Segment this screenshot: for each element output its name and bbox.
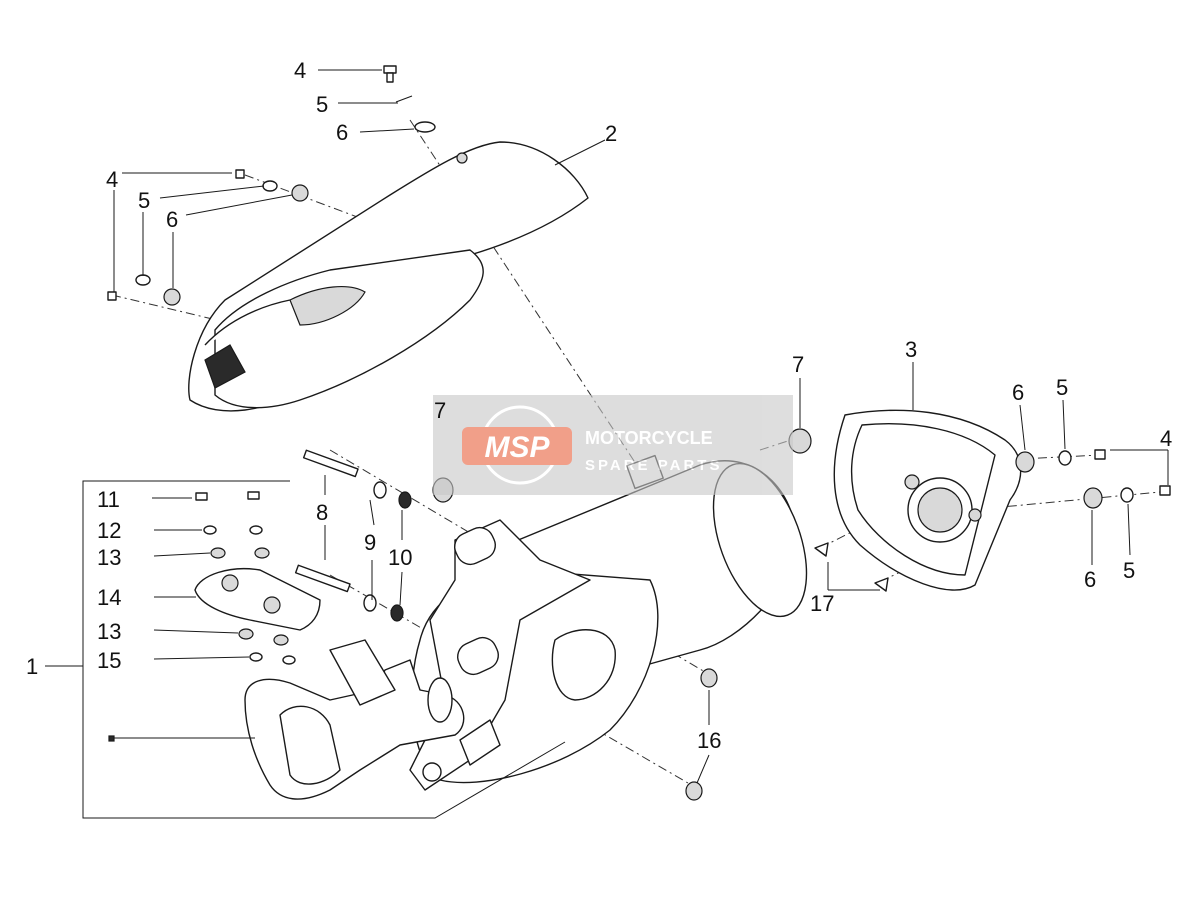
callout-13-bottom[interactable]: 13 xyxy=(97,619,121,644)
watermark: MSP MOTORCYCLE SPARE PARTS xyxy=(433,395,793,495)
callout-16[interactable]: 16 xyxy=(697,728,721,753)
exhaust-assembly-group-box xyxy=(82,480,566,819)
header-heat-guard[interactable] xyxy=(194,568,321,631)
callouts: 4 5 6 2 4 5 6 3 7 7 6 5 4 6 5 17 8 9 10 … xyxy=(26,58,1172,753)
callout-6-left[interactable]: 6 xyxy=(166,207,178,232)
leader-lines xyxy=(45,69,1169,784)
callout-4-right[interactable]: 4 xyxy=(1160,426,1172,451)
callout-5-left[interactable]: 5 xyxy=(138,188,150,213)
callout-11[interactable]: 11 xyxy=(97,487,120,512)
callout-12[interactable]: 12 xyxy=(97,518,121,543)
callout-2[interactable]: 2 xyxy=(605,121,617,146)
callout-4-left[interactable]: 4 xyxy=(106,167,118,192)
callout-6-right-top[interactable]: 6 xyxy=(1012,380,1024,405)
callout-9[interactable]: 9 xyxy=(364,530,376,555)
watermark-line2: SPARE PARTS xyxy=(585,457,722,474)
callout-7-right[interactable]: 7 xyxy=(792,352,804,377)
callout-3[interactable]: 3 xyxy=(905,337,917,362)
callout-5-right-bottom[interactable]: 5 xyxy=(1123,558,1135,583)
callout-10[interactable]: 10 xyxy=(388,545,412,570)
watermark-line1: MOTORCYCLE xyxy=(585,428,713,448)
muffler-body[interactable] xyxy=(409,451,825,791)
callout-7-left[interactable]: 7 xyxy=(434,398,446,423)
callout-4-top[interactable]: 4 xyxy=(294,58,306,83)
callout-6-top[interactable]: 6 xyxy=(336,120,348,145)
muffler-end-cover[interactable] xyxy=(833,409,1022,591)
watermark-logo: MSP xyxy=(484,431,550,464)
screw-icon xyxy=(383,65,397,74)
callout-15[interactable]: 15 xyxy=(97,648,121,673)
exhaust-header-pipe[interactable] xyxy=(244,639,465,800)
callout-8[interactable]: 8 xyxy=(316,500,328,525)
callout-6-right-bottom[interactable]: 6 xyxy=(1084,567,1096,592)
callout-17[interactable]: 17 xyxy=(810,591,834,616)
callout-5-top[interactable]: 5 xyxy=(316,92,328,117)
callout-5-right-top[interactable]: 5 xyxy=(1056,375,1068,400)
hardware xyxy=(107,65,1171,801)
callout-1[interactable]: 1 xyxy=(26,654,38,679)
callout-14[interactable]: 14 xyxy=(97,585,121,610)
heat-shield-upper[interactable] xyxy=(188,141,589,412)
callout-13-top[interactable]: 13 xyxy=(97,545,121,570)
